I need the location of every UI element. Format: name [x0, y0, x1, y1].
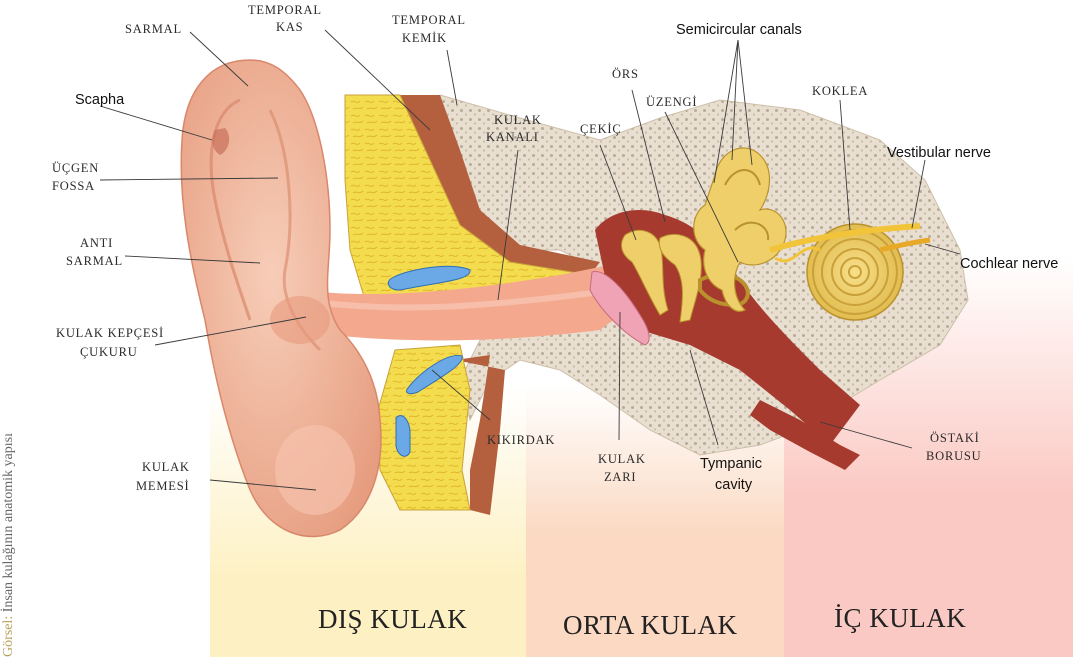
label-ostaki-line1: ÖSTAKİ [930, 431, 980, 445]
label-ucgen-fossa-line1: ÜÇGEN [52, 161, 99, 175]
zone-title-middle-ear: ORTA KULAK [563, 610, 737, 641]
label-koklea: KOKLEA [812, 84, 868, 98]
label-kulak-kanali-line1: KULAK [494, 113, 542, 127]
label-sarmal: SARMAL [125, 22, 182, 36]
label-kulak-kanali-line2: KANALI [486, 130, 539, 144]
label-kulak-memesi-line2: MEMESİ [136, 479, 189, 493]
label-uzengi: ÜZENGİ [646, 95, 697, 109]
side-caption: Görsel: İnsan kulağının anatomik yapısı [1, 317, 19, 657]
label-anti-sarmal-line2: SARMAL [66, 254, 123, 268]
cartilage-lower-2 [396, 416, 410, 457]
label-kikirdak: KIKIRDAK [487, 433, 555, 447]
label-vestibular-nerve: Vestibular nerve [887, 145, 991, 161]
label-cochlear-nerve: Cochlear nerve [960, 256, 1058, 272]
label-cekic: ÇEKİÇ [580, 122, 622, 136]
zone-title-inner-ear: İÇ KULAK [834, 603, 966, 634]
zone-title-outer-ear: DIŞ KULAK [318, 604, 467, 635]
label-kulak-memesi-line1: KULAK [142, 460, 190, 474]
caption-text: İnsan kulağının anatomik yapısı [1, 433, 16, 612]
label-temporal-kemik-line2: KEMİK [402, 31, 447, 45]
label-tympanic-line2: cavity [715, 477, 753, 493]
label-anti-sarmal-line1: ANTI [80, 236, 113, 250]
label-ors: ÖRS [612, 67, 639, 81]
label-semicircular-canals: Semicircular canals [676, 22, 802, 38]
label-ostaki-line2: BORUSU [926, 449, 982, 463]
label-kulak-kepcesi-line1: KULAK KEPÇESİ [56, 326, 164, 340]
caption-source: Görsel: [1, 616, 16, 657]
lower-fat-tissue [378, 345, 470, 510]
label-ucgen-fossa-line2: FOSSA [52, 179, 95, 193]
label-temporal-kas-line2: KAS [276, 20, 303, 34]
label-kulak-zari-line2: ZARI [604, 470, 636, 484]
label-tympanic-line1: Tympanic [700, 456, 762, 472]
label-scapha: Scapha [75, 92, 125, 108]
label-temporal-kas-line1: TEMPORAL [248, 3, 322, 17]
label-kulak-kepcesi-line2: ÇUKURU [80, 345, 138, 359]
label-temporal-kemik-line1: TEMPORAL [392, 13, 466, 27]
label-kulak-zari-line1: KULAK [598, 452, 646, 466]
